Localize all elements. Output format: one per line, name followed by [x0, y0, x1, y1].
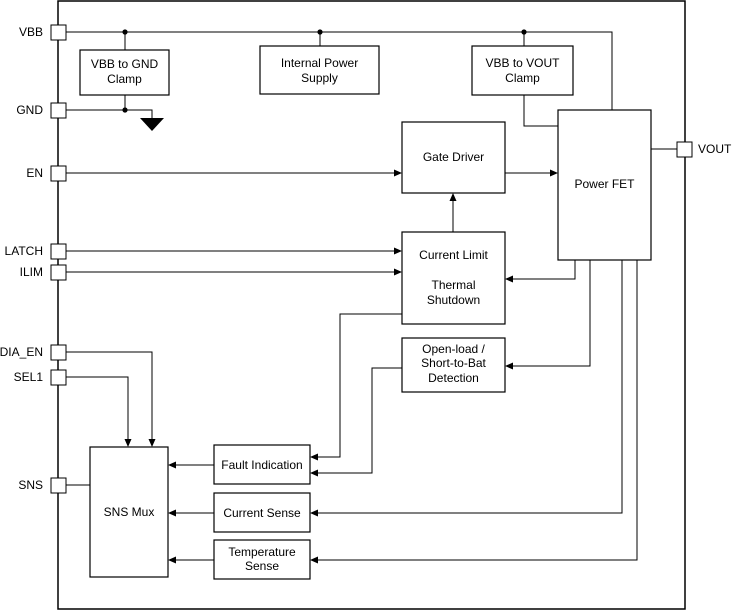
- ground-symbol: [140, 118, 164, 131]
- arrowheads: [124, 169, 558, 564]
- open-load-line2: Short-to-Bat: [421, 356, 486, 370]
- pin-dia-en-label: DIA_EN: [0, 345, 43, 359]
- open-load-line3: Detection: [428, 371, 479, 385]
- pin-latch: LATCH: [5, 243, 67, 260]
- internal-power-line1: Internal Power: [281, 56, 358, 70]
- pin-gnd: GND: [16, 102, 67, 119]
- fault-indication-label: Fault Indication: [221, 458, 302, 472]
- open-load-line1: Open-load /: [422, 342, 485, 356]
- block-power-fet: Power FET: [557, 109, 652, 261]
- junction-dots: [122, 29, 527, 113]
- vbb-gnd-clamp-line1: VBB to GND: [91, 57, 159, 71]
- gate-driver-label: Gate Driver: [423, 150, 484, 164]
- pin-dia-en: DIA_EN: [0, 344, 67, 361]
- ic-outline: [57, 0, 686, 610]
- power-fet-label: Power FET: [574, 177, 635, 191]
- pin-vout: VOUT: [676, 141, 732, 158]
- pin-latch-label: LATCH: [5, 244, 43, 258]
- vbb-gnd-clamp-line2: Clamp: [107, 72, 142, 86]
- block-current-limit-thermal-shutdown: Current Limit Thermal Shutdown: [401, 231, 506, 325]
- pin-vout-label: VOUT: [698, 142, 732, 156]
- current-limit-line3: Thermal: [431, 278, 475, 292]
- pin-en-label: EN: [26, 166, 43, 180]
- sns-mux-label: SNS Mux: [104, 505, 155, 519]
- temperature-sense-line2: Sense: [245, 559, 279, 573]
- block-vbb-to-gnd-clamp: VBB to GND Clamp: [79, 49, 170, 96]
- pin-ilim-label: ILIM: [20, 265, 43, 279]
- block-gate-driver: Gate Driver: [401, 121, 506, 194]
- pin-gnd-label: GND: [16, 103, 43, 117]
- current-sense-label: Current Sense: [223, 506, 301, 520]
- pin-ilim: ILIM: [20, 264, 67, 281]
- block-vbb-to-vout-clamp: VBB to VOUT Clamp: [471, 45, 574, 96]
- current-limit-line1: Current Limit: [419, 248, 488, 262]
- block-current-sense: Current Sense: [213, 492, 311, 533]
- block-open-load-detection: Open-load / Short-to-Bat Detection: [401, 337, 506, 393]
- pin-en: EN: [26, 165, 67, 182]
- pin-vbb-label: VBB: [19, 25, 43, 39]
- block-sns-mux: SNS Mux: [89, 446, 169, 578]
- temperature-sense-line1: Temperature: [228, 545, 296, 559]
- vbb-vout-clamp-line2: Clamp: [505, 71, 540, 85]
- pin-sns-label: SNS: [18, 478, 43, 492]
- pin-sel1-label: SEL1: [14, 370, 44, 384]
- internal-power-line2: Supply: [301, 71, 338, 85]
- block-fault-indication: Fault Indication: [213, 444, 311, 485]
- pin-vbb: VBB: [19, 24, 67, 41]
- block-temperature-sense: Temperature Sense: [213, 539, 311, 580]
- block-internal-power-supply: Internal Power Supply: [259, 45, 380, 95]
- vbb-vout-clamp-line1: VBB to VOUT: [485, 56, 560, 70]
- current-limit-line4: Shutdown: [427, 293, 480, 307]
- pin-sns: SNS: [18, 477, 67, 494]
- wires: [66, 31, 677, 561]
- pin-sel1: SEL1: [14, 369, 67, 386]
